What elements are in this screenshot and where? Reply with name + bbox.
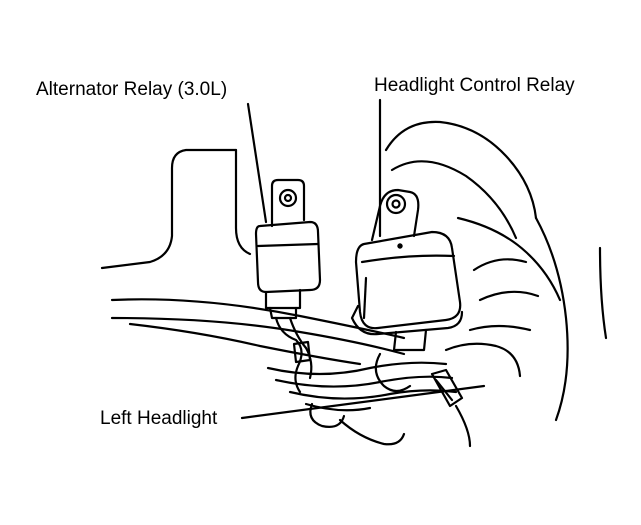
headlight-relay-bolt	[385, 193, 407, 215]
alternator-relay-wire-2	[288, 316, 313, 380]
headlight-relay-body	[354, 230, 462, 330]
engine-shading	[468, 258, 540, 332]
harness-tail	[338, 418, 406, 446]
engine-lower-contour	[598, 246, 608, 340]
alternator-relay-wire-1	[274, 316, 303, 394]
engine-right-contour	[534, 216, 569, 422]
harness-upper-3	[128, 322, 362, 366]
harness-branch	[374, 352, 412, 393]
body-panel-outline	[100, 148, 238, 270]
body-panel-edge	[234, 148, 252, 256]
leader-left-headlight	[240, 384, 486, 420]
engine-ledge	[456, 216, 562, 302]
leader-alternator-relay	[246, 102, 268, 224]
headlight-housing	[444, 342, 522, 378]
harness-lower-1	[266, 361, 448, 376]
harness-upper-1	[110, 298, 406, 340]
alternator-relay-bracket	[270, 178, 306, 228]
harness-lower-2	[274, 375, 454, 388]
harness-clip	[292, 340, 312, 364]
alternator-relay-label: Alternator Relay (3.0L)	[36, 79, 228, 100]
harness-lower-3	[288, 389, 458, 400]
left-headlight-label: Left Headlight	[100, 408, 218, 429]
headlight-relay-base	[350, 304, 464, 336]
headlight-connector	[430, 368, 464, 408]
engine-inner-contour	[390, 160, 518, 240]
harness-upper-2	[110, 316, 406, 356]
alternator-relay-body	[254, 220, 322, 294]
harness-loop	[309, 402, 346, 428]
headlight-relay-connector	[392, 328, 428, 352]
engine-upper-contour	[384, 120, 538, 220]
headlight-control-relay	[350, 188, 464, 352]
headlight-relay-bracket	[370, 188, 420, 242]
alternator-relay-bolt	[278, 188, 298, 208]
alternator-relay	[254, 178, 322, 320]
alternator-relay-connector	[264, 288, 302, 310]
headlight-control-relay-label: Headlight Control Relay	[374, 75, 575, 96]
